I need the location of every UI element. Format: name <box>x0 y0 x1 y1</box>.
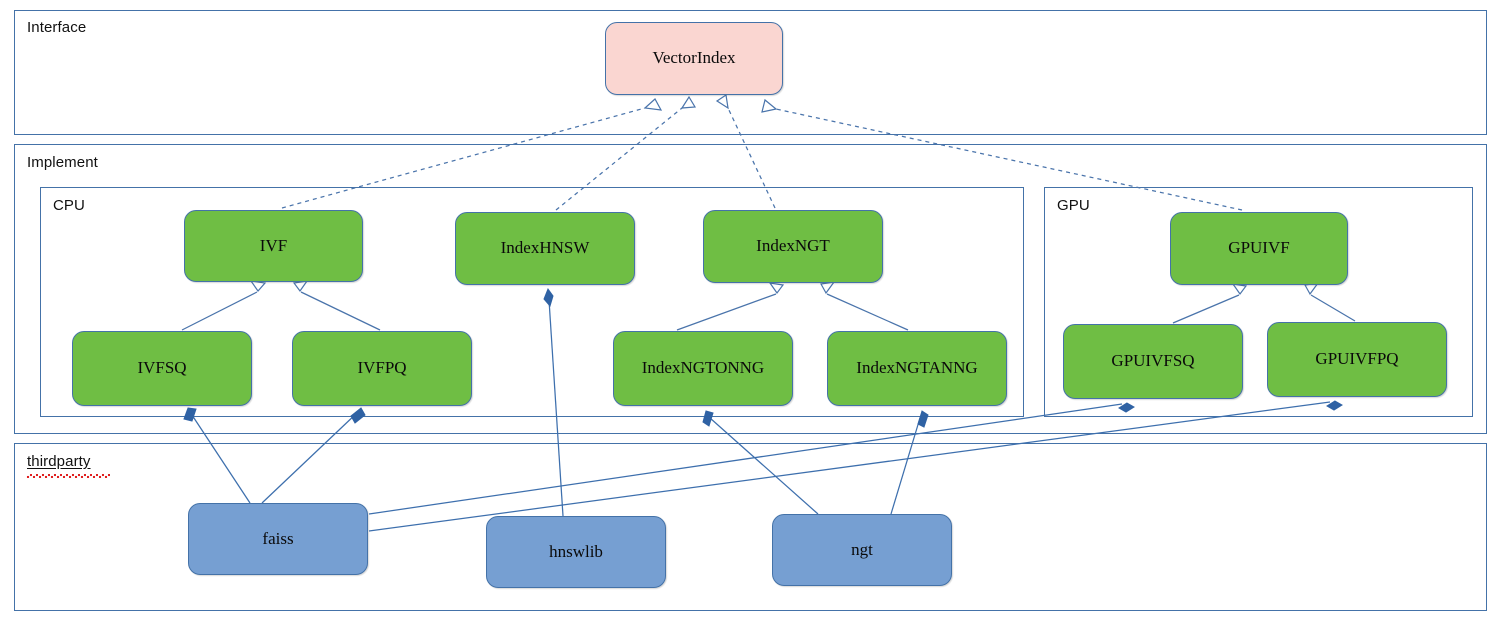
group-label-thirdparty: thirdparty <box>27 453 91 470</box>
node-label-ivfpq: IVFPQ <box>357 358 407 378</box>
node-gpuivf[interactable]: GPUIVF <box>1170 212 1348 285</box>
node-label-indexhnsw: IndexHNSW <box>500 238 590 258</box>
node-indexngtanng[interactable]: IndexNGTANNG <box>827 331 1007 406</box>
node-indexngt[interactable]: IndexNGT <box>703 210 883 283</box>
node-indexngtonng[interactable]: IndexNGTONNG <box>613 331 793 406</box>
node-label-hnswlib: hnswlib <box>549 541 603 561</box>
node-gpuivfpq[interactable]: GPUIVFPQ <box>1267 322 1447 397</box>
node-ivfpq[interactable]: IVFPQ <box>292 331 472 406</box>
group-label-cpu: CPU <box>53 197 85 214</box>
group-label-interface: Interface <box>27 19 87 36</box>
node-vectorindex[interactable]: VectorIndex <box>605 22 783 95</box>
node-label-indexngt: IndexNGT <box>756 236 830 256</box>
node-label-vectorindex: VectorIndex <box>652 48 736 68</box>
node-label-gpuivfpq: GPUIVFPQ <box>1315 349 1399 369</box>
node-label-gpuivf: GPUIVF <box>1228 238 1290 258</box>
spellcheck-underline <box>26 474 110 478</box>
node-faiss[interactable]: faiss <box>188 503 368 575</box>
node-label-indexngtanng: IndexNGTANNG <box>856 358 978 378</box>
node-gpuivfsq[interactable]: GPUIVFSQ <box>1063 324 1243 399</box>
node-label-ngt: ngt <box>851 539 873 559</box>
node-label-ivfsq: IVFSQ <box>137 358 187 378</box>
node-ngt[interactable]: ngt <box>772 514 952 586</box>
node-hnswlib[interactable]: hnswlib <box>486 516 666 588</box>
node-label-indexngtonng: IndexNGTONNG <box>641 358 765 378</box>
group-label-gpu: GPU <box>1057 197 1090 214</box>
node-indexhnsw[interactable]: IndexHNSW <box>455 212 635 285</box>
node-label-ivf: IVF <box>259 235 288 255</box>
node-ivf[interactable]: IVF <box>184 210 363 282</box>
node-label-gpuivfsq: GPUIVFSQ <box>1111 351 1195 371</box>
node-label-faiss: faiss <box>262 528 294 548</box>
node-ivfsq[interactable]: IVFSQ <box>72 331 252 406</box>
group-label-implement: Implement <box>27 154 98 171</box>
